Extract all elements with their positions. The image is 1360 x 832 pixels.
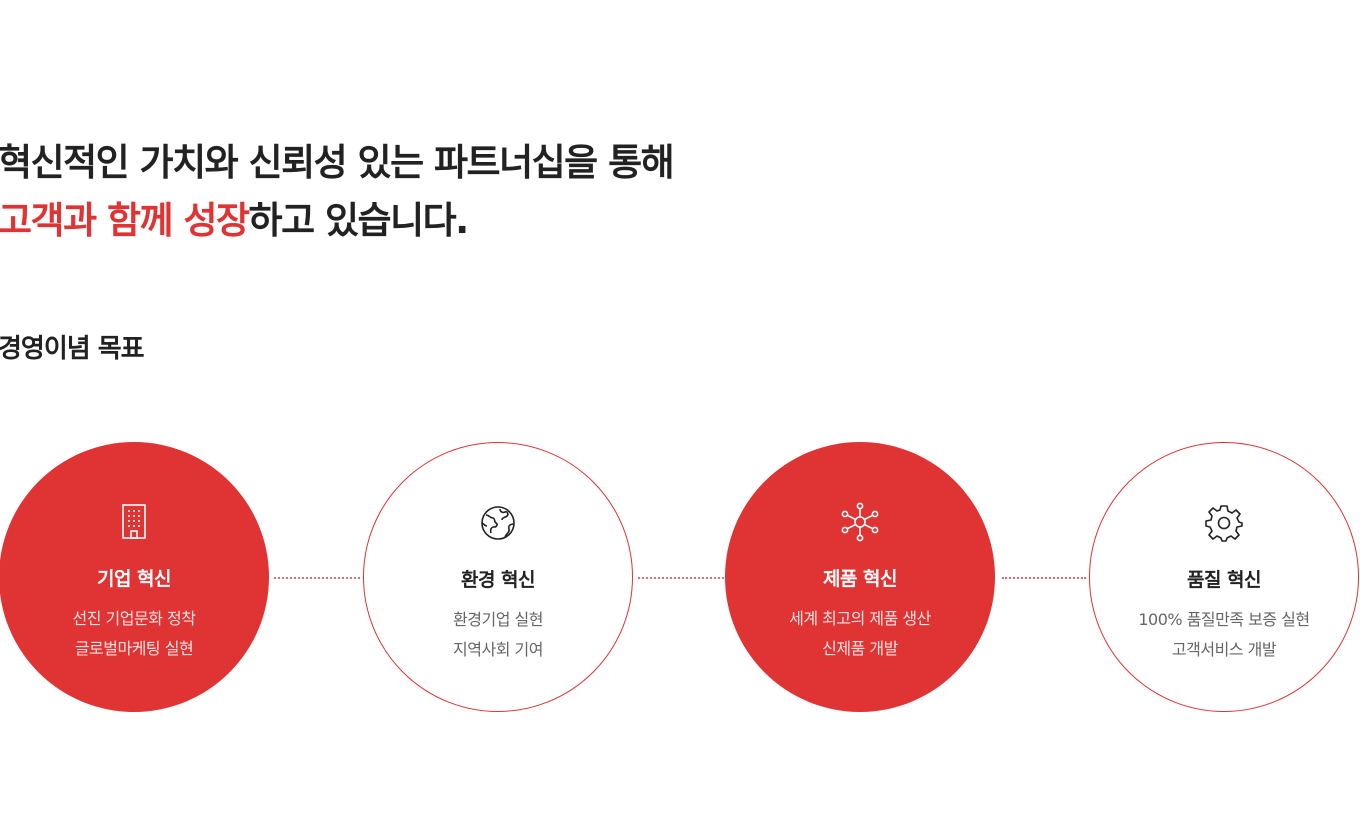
- goal-title: 환경 혁신: [460, 569, 536, 591]
- goal-title: 제품 혁신: [822, 568, 898, 590]
- goal-card-quality-innovation: 품질 혁신 100% 품질만족 보증 실현 고객서비스 개발: [1089, 442, 1359, 712]
- goal-card-corporate-innovation: 기업 혁신 선진 기업문화 정착 글로벌마케팅 실현: [0, 442, 269, 712]
- goal-description: 100% 품질만족 보증 실현 고객서비스 개발: [1090, 605, 1358, 665]
- goal-description: 환경기업 실현 지역사회 기여: [364, 605, 632, 665]
- headline-line-1: 혁신적인 가치와 신뢰성 있는 파트너십을 통해: [0, 141, 675, 184]
- goal-card-environment-innovation: 환경 혁신 환경기업 실현 지역사회 기여: [363, 442, 633, 712]
- goal-desc-line: 글로벌마케팅 실현: [74, 639, 194, 658]
- goal-desc-line: 세계 최고의 제품 생산: [789, 609, 931, 628]
- headline-accent: 고객과 함께 성장: [0, 199, 250, 242]
- connector-line: [638, 577, 724, 579]
- goal-title: 품질 혁신: [1186, 569, 1262, 591]
- network-icon: [840, 502, 880, 542]
- section-title: 경영이념 목표: [0, 334, 145, 364]
- goal-desc-line: 지역사회 기여: [453, 640, 543, 659]
- goal-desc-line: 고객서비스 개발: [1171, 640, 1277, 659]
- headline: 혁신적인 가치와 신뢰성 있는 파트너십을 통해 고객과 함께 성장하고 있습니…: [0, 134, 675, 250]
- goal-title: 기업 혁신: [96, 568, 172, 590]
- globe-icon: [478, 503, 518, 543]
- connector-line: [1002, 577, 1086, 579]
- gear-icon: [1204, 503, 1244, 543]
- building-icon: [114, 502, 154, 542]
- headline-line-2: 고객과 함께 성장하고 있습니다.: [0, 192, 673, 250]
- goal-card-product-innovation: 제품 혁신 세계 최고의 제품 생산 신제품 개발: [725, 442, 995, 712]
- connector-line: [274, 577, 360, 579]
- goal-description: 세계 최고의 제품 생산 신제품 개발: [725, 604, 995, 664]
- goal-desc-line: 환경기업 실현: [453, 610, 543, 629]
- goal-desc-line: 선진 기업문화 정착: [72, 609, 196, 628]
- goal-desc-line: 신제품 개발: [822, 639, 898, 658]
- headline-rest: 하고 있습니다.: [248, 199, 470, 242]
- goal-description: 선진 기업문화 정착 글로벌마케팅 실현: [0, 604, 269, 664]
- goal-desc-line: 100% 품질만족 보증 실현: [1138, 610, 1310, 629]
